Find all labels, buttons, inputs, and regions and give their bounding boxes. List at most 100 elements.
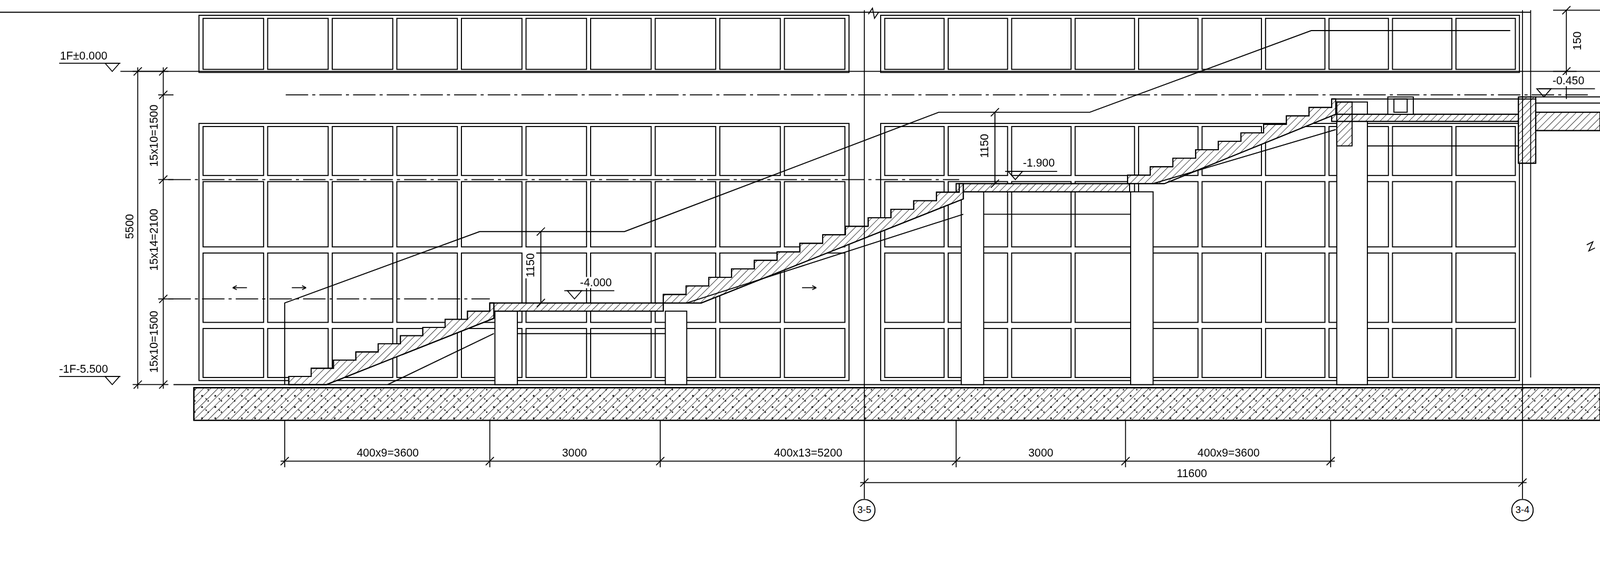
- curtain-wall-panel: [1456, 126, 1516, 176]
- curtain-wall-panel: [784, 328, 845, 378]
- curtain-wall-panel: [1392, 126, 1453, 176]
- axis-bubble: 3-4: [1511, 498, 1535, 522]
- dimension-text: 11600: [1175, 467, 1208, 479]
- curtain-wall-panel: [397, 126, 458, 176]
- stair-hatch: [1127, 99, 1336, 185]
- curtain-wall-panel: [203, 181, 264, 247]
- curtain-wall-panel-frame: [198, 15, 850, 73]
- curtain-wall-panel: [203, 18, 264, 70]
- curtain-wall-panel: [1138, 18, 1199, 70]
- curtain-wall-panel: [1328, 18, 1389, 70]
- vertical-dimension: 15x10=1500: [148, 309, 160, 374]
- curtain-wall-panel: [525, 328, 587, 378]
- dimension-text: -1F-5.500: [58, 363, 110, 375]
- stair-flight: [663, 183, 964, 303]
- curtain-wall-panel: [525, 181, 587, 247]
- dimension-text: 400x9=3600: [355, 447, 420, 459]
- curtain-wall-panel: [332, 126, 393, 176]
- stair-flight: [288, 303, 495, 385]
- dimension-text: 3000: [561, 447, 589, 459]
- axis-bubble: 3-5: [853, 498, 876, 522]
- curtain-wall-panel: [1011, 18, 1072, 70]
- curtain-wall-panel: [1075, 18, 1135, 70]
- curtain-wall-panel: [884, 253, 945, 323]
- curtain-wall-panel: [719, 18, 781, 70]
- stair-beam: [387, 333, 494, 385]
- dimension-text: 1F±0.000: [59, 50, 109, 62]
- axis-number: 3-4: [1515, 505, 1530, 515]
- curtain-wall-panel: [590, 126, 652, 176]
- curtain-wall-panel: [1392, 18, 1453, 70]
- curtain-wall-panel: [1201, 18, 1262, 70]
- curtain-wall-panel: [203, 253, 264, 323]
- curtain-wall-panel: [1265, 328, 1326, 378]
- curtain-wall-panel: [397, 18, 458, 70]
- curtain-wall-panel: [1265, 253, 1326, 323]
- curtain-wall-panel: [1456, 181, 1516, 247]
- stair-flight: [1127, 99, 1336, 185]
- curtain-wall-panel: [332, 253, 393, 323]
- curtain-wall-panel: [654, 181, 716, 247]
- curtain-wall-panel: [1011, 328, 1072, 378]
- curtain-wall-panel: [590, 328, 652, 378]
- curtain-wall-panel: [267, 18, 329, 70]
- vertical-dimension: 15x14=2100: [148, 207, 160, 273]
- dimension-text: -1.900: [1022, 157, 1056, 169]
- vertical-dimension: 15x10=1500: [148, 103, 160, 169]
- dimension-text: -4.000: [579, 276, 613, 288]
- curtain-wall-panel: [884, 18, 945, 70]
- dimension-text: -0.450: [1551, 74, 1586, 86]
- vertical-dimension: 1150: [525, 252, 537, 279]
- stair-beam: [1153, 129, 1336, 185]
- dimension-text: 3000: [1027, 447, 1055, 459]
- curtain-wall-panel: [590, 18, 652, 70]
- curtain-wall-panel: [654, 18, 716, 70]
- dimension-text: 400x13=5200: [773, 447, 844, 459]
- curtain-wall-panel: [267, 181, 329, 247]
- curtain-wall-panel: [948, 18, 1008, 70]
- curtain-wall-panel: [332, 18, 393, 70]
- curtain-wall-panel-frame: [880, 15, 1520, 73]
- vertical-dimension: 5500: [123, 213, 136, 240]
- curtain-wall-panel: [461, 181, 523, 247]
- curtain-wall-panel: [1392, 328, 1453, 378]
- curtain-wall-panel: [948, 126, 1008, 176]
- curtain-wall-panel: [654, 126, 716, 176]
- curtain-wall-panel: [1201, 181, 1262, 247]
- curtain-wall-panel: [1456, 328, 1516, 378]
- curtain-wall-panel: [267, 253, 329, 323]
- axis-number: 3-5: [857, 505, 872, 515]
- curtain-wall-panel: [1265, 181, 1326, 247]
- curtain-wall-panel: [1456, 18, 1516, 70]
- curtain-wall-panel: [719, 328, 781, 378]
- curtain-wall-panel: [525, 126, 587, 176]
- curtain-wall-panel: [332, 181, 393, 247]
- curtain-wall-panel-frame: [198, 123, 850, 381]
- dimension-text: 400x9=3600: [1196, 447, 1261, 459]
- curtain-wall-panel: [203, 328, 264, 378]
- stair-beam: [686, 214, 963, 303]
- curtain-wall-panel: [1456, 253, 1516, 323]
- roof-line: [0, 11, 1531, 13]
- vertical-dimension: 150: [1572, 30, 1584, 52]
- curtain-wall-panel: [1011, 253, 1072, 323]
- curtain-wall-panel: [397, 253, 458, 323]
- curtain-wall-panel: [1011, 126, 1072, 176]
- curtain-wall-panel: [784, 18, 845, 70]
- curtain-wall-panel: [1201, 253, 1262, 323]
- stair-hatch: [288, 303, 495, 385]
- curtain-wall-panel: [1075, 126, 1135, 176]
- curtain-wall-panel: [1392, 253, 1453, 323]
- curtain-wall-panel: [590, 181, 652, 247]
- curtain-wall-panel: [461, 18, 523, 70]
- curtain-wall-panel: [1201, 328, 1262, 378]
- curtain-wall-panel: [203, 126, 264, 176]
- curtain-wall-panel: [397, 181, 458, 247]
- curtain-wall-panel: [884, 328, 945, 378]
- curtain-wall-panel: [461, 126, 523, 176]
- curtain-wall-panel: [884, 126, 945, 176]
- curtain-wall-panel: [267, 126, 329, 176]
- curtain-wall-panel: [719, 181, 781, 247]
